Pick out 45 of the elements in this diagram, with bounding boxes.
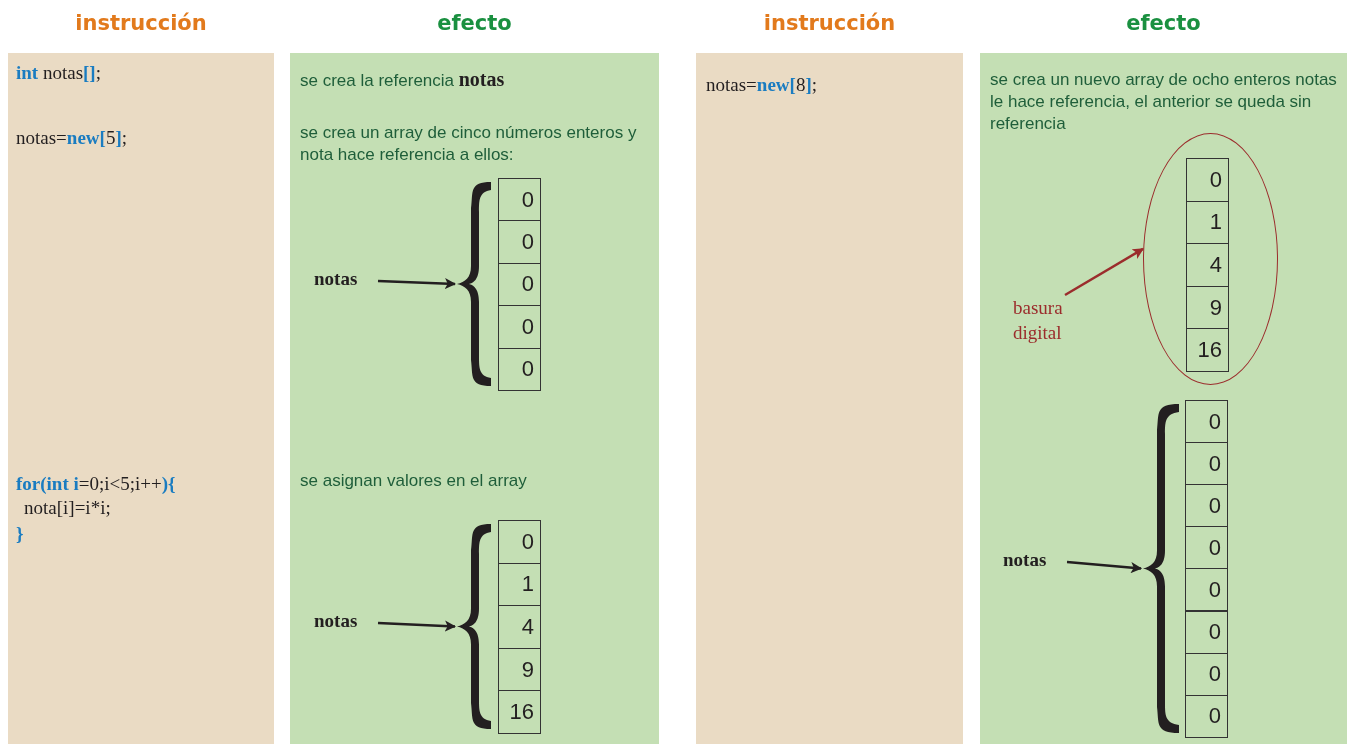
array-cell: 0 [1185,484,1228,528]
array-cell: 0 [498,305,541,349]
array-cell: 0 [1185,694,1228,738]
variable-label: notas [314,268,378,294]
description-text: se crea la referencia notas [300,68,506,92]
code-line: notas=new[5]; [16,127,127,149]
array-cell: 0 [498,520,541,564]
array-cell: 1 [498,562,541,607]
arrow [377,278,457,290]
array-cell: 0 [1185,568,1228,612]
arrow [377,620,457,632]
array-cell: 0 [1185,652,1228,696]
array-cell: 16 [1186,328,1229,372]
description-text: se crea un array de cinco números enteros y nota hace referencia a ellos: [300,122,638,166]
array-cell: 4 [498,605,541,649]
array-cell: 0 [1185,442,1228,486]
array-cell: 0 [1185,610,1228,654]
array-cell: 0 [498,347,541,391]
code-line: nota[i]=i*i; [24,497,111,519]
description-text: se crea un nuevo array de ocho enteros notas le hace referencia, el anterior se queda sin referencia [990,69,1338,135]
variable-label: notas [314,610,378,636]
arrow [1066,560,1143,574]
column-heading: efecto [1125,11,1202,35]
arrow [1064,247,1144,297]
array-cell: 16 [498,690,541,734]
callout-text: basura digital [1013,295,1093,350]
array-cell: 0 [1185,526,1228,570]
array-cell: 9 [498,647,541,692]
array-cell: 9 [1186,285,1229,330]
array-cell: 0 [1185,400,1228,444]
column-heading: instrucción [762,11,897,35]
array-cell: 0 [498,178,541,222]
code-line: int notas[]; [16,62,101,84]
array-cell: 0 [498,220,541,264]
array-cell: 0 [1186,158,1229,202]
column-heading: efecto [436,11,513,35]
array-cell: 1 [1186,200,1229,245]
code-line: for(int i=0;i<5;i++){ [16,473,176,495]
description-text: se asignan valores en el array [300,470,528,492]
variable-label: notas [1003,549,1067,575]
code-line: notas=new[8]; [706,74,817,96]
array-cell: 4 [1186,243,1229,287]
array-cell: 0 [498,262,541,307]
column-heading: instrucción [74,11,208,35]
code-line: } [16,523,24,545]
